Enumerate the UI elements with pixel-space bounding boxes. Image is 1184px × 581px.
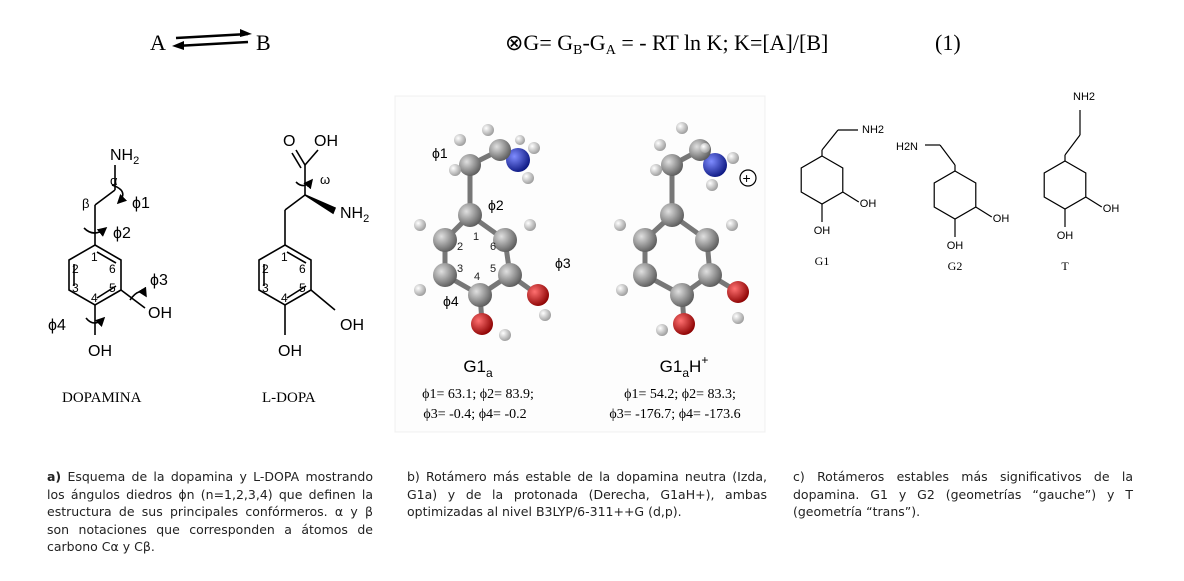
svg-text:4: 4 <box>474 271 480 283</box>
dopamine-labels: NH2 α β ϕ1 ϕ2 ϕ3 ϕ4 OH OH 1 2 3 4 5 6 DO… <box>48 147 172 406</box>
hydroxyl-label: OH <box>814 225 831 237</box>
svg-text:1: 1 <box>281 250 288 264</box>
beta-label: β <box>82 196 89 211</box>
amine-label: NH2 <box>862 124 884 136</box>
ring-numbers: 1 2 3 4 5 6 <box>262 250 306 305</box>
alpha-label: α <box>110 173 118 188</box>
ldopa-name: L-DOPA <box>262 390 316 406</box>
g1ah-label: G1aH+ <box>660 353 709 380</box>
hydroxyl-label: OH <box>1057 230 1074 242</box>
dopamine-name: DOPAMINA <box>62 390 142 406</box>
amine-label: H2N <box>896 141 918 153</box>
panel-b-labels: G1a ϕ1= 63.1; ϕ2= 83.9; ϕ3= -0.4; ϕ4= -0… <box>422 353 741 422</box>
caption-c: c) Rotámeros estables más significativos… <box>793 469 1133 519</box>
hydroxyl-label: OH <box>148 305 172 322</box>
svg-text:3: 3 <box>72 281 79 295</box>
hydroxyl-label: OH <box>947 240 964 252</box>
hydroxyl-label: OH <box>993 213 1010 225</box>
ldopa-labels: O OH ω NH2 OH OH 1 2 3 4 5 6 L-DOPA <box>262 133 369 406</box>
g1a-angles: ϕ3= -0.4; ϕ4= -0.2 <box>423 407 526 422</box>
g1ah-ball-stick-model: + <box>614 122 757 336</box>
phi3-label: ϕ3 <box>555 255 571 271</box>
amine-label: NH2 <box>1073 91 1095 103</box>
hydroxyl-label: OH <box>314 133 338 150</box>
phi4-label: ϕ4 <box>443 293 459 309</box>
hydroxyl-label: OH <box>860 198 877 210</box>
g1ah-angles: ϕ3= -176.7; ϕ4= -173.6 <box>609 407 740 422</box>
phi3-label: ϕ3 <box>150 272 168 289</box>
phi2-label: ϕ2 <box>113 225 131 242</box>
gibbs-equation: ⊗G= GB-GA = - RT ln K; K=[A]/[B] <box>505 30 828 58</box>
g1a-angles: ϕ1= 63.1; ϕ2= 83.9; <box>422 387 534 402</box>
svg-text:4: 4 <box>91 291 98 305</box>
svg-text:6: 6 <box>109 262 116 276</box>
svg-text:2: 2 <box>457 241 463 253</box>
hydroxyl-label: OH <box>340 317 364 334</box>
caption-b: b) Rotámero más estable de la dopamina n… <box>407 469 767 519</box>
svg-text:6: 6 <box>490 241 496 253</box>
amine-label: NH2 <box>340 205 369 225</box>
omega-label: ω <box>320 172 330 187</box>
phi1-label: ϕ1 <box>432 145 448 161</box>
rotamer-g2: H2N OH OH G2 <box>896 141 1009 273</box>
phi1-label: ϕ1 <box>132 195 150 212</box>
ldopa-structure <box>258 149 337 335</box>
hydroxyl-label: OH <box>1103 203 1120 215</box>
svg-text:5: 5 <box>490 263 496 275</box>
svg-text:4: 4 <box>281 291 288 305</box>
hydroxyl-label: OH <box>88 343 112 360</box>
svg-text:+: + <box>743 170 751 186</box>
svg-text:2: 2 <box>262 262 269 276</box>
ring-numbers: 1 2 3 4 5 6 <box>457 231 496 283</box>
rotamer-name: G1 <box>815 254 830 268</box>
svg-text:6: 6 <box>299 262 306 276</box>
svg-text:2: 2 <box>72 262 79 276</box>
equilibrium-arrows-icon <box>172 29 252 50</box>
dopamine-structure <box>68 165 147 335</box>
species-a: A <box>150 30 166 55</box>
hydroxyl-label: OH <box>278 343 302 360</box>
caption-a: a) Esquema de la dopamina y L-DOPA mostr… <box>47 469 373 554</box>
svg-text:5: 5 <box>299 281 306 295</box>
equation-number: (1) <box>935 30 961 55</box>
svg-text:1: 1 <box>91 250 98 264</box>
amine-label: NH2 <box>110 147 139 167</box>
svg-text:3: 3 <box>457 263 463 275</box>
oxygen-label: O <box>283 133 295 150</box>
species-b: B <box>256 30 271 55</box>
g1a-label: G1a <box>463 357 493 380</box>
g1ah-angles: ϕ1= 54.2; ϕ2= 83.3; <box>624 387 736 402</box>
rotamer-name: T <box>1061 259 1069 273</box>
svg-text:5: 5 <box>109 281 116 295</box>
phi2-label: ϕ2 <box>488 197 504 213</box>
svg-text:1: 1 <box>473 231 479 243</box>
ring-numbers: 1 2 3 4 5 6 <box>72 250 116 305</box>
rotamer-name: G2 <box>948 259 963 273</box>
g1a-ball-stick-model: ϕ1 ϕ2 ϕ3 ϕ4 1 2 3 4 5 6 <box>414 124 571 341</box>
equilibrium-scheme: A B ⊗G= GB-GA = - RT ln K; K=[A]/[B] (1) <box>150 29 961 58</box>
svg-text:3: 3 <box>262 281 269 295</box>
phi4-label: ϕ4 <box>48 317 66 334</box>
positive-charge-icon: + <box>739 169 757 187</box>
